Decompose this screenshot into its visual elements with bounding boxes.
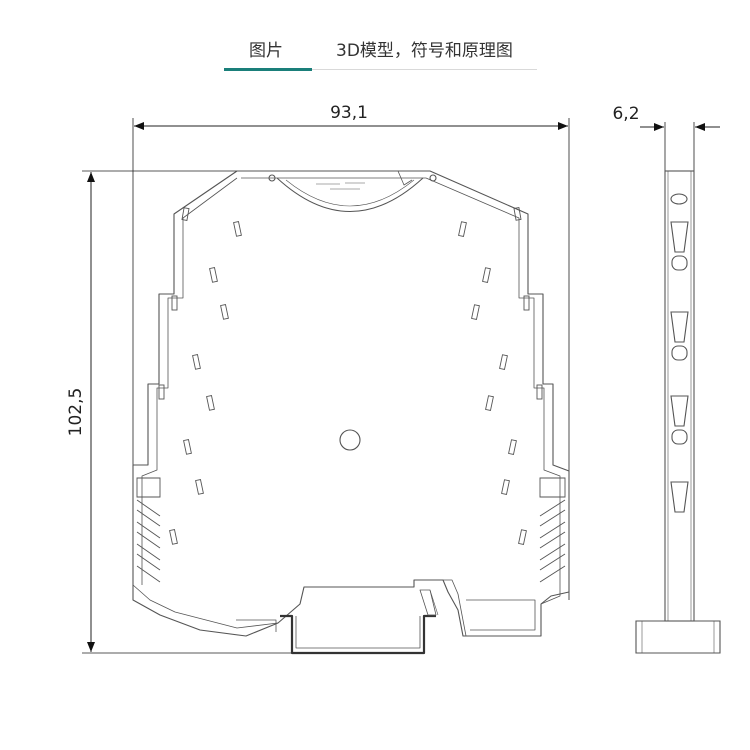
width-dimension-label: 93,1 bbox=[330, 103, 368, 123]
depth-dimension bbox=[640, 122, 720, 172]
module-terminal-slots bbox=[136, 477, 566, 583]
tab-3d-models[interactable]: 3D模型，符号和原理图 bbox=[336, 41, 513, 61]
module-vent-slots bbox=[158, 207, 543, 546]
tab-bar: 图片 3D模型，符号和原理图 bbox=[0, 0, 750, 72]
module-front-view bbox=[132, 170, 570, 655]
tab-divider bbox=[312, 69, 537, 70]
height-dimension bbox=[82, 170, 300, 654]
module-side-view bbox=[635, 170, 721, 654]
height-dimension-label: 102,5 bbox=[66, 388, 86, 437]
active-tab-indicator bbox=[224, 68, 312, 71]
tab-images[interactable]: 图片 bbox=[249, 41, 283, 61]
depth-dimension-label: 6,2 bbox=[612, 104, 639, 124]
